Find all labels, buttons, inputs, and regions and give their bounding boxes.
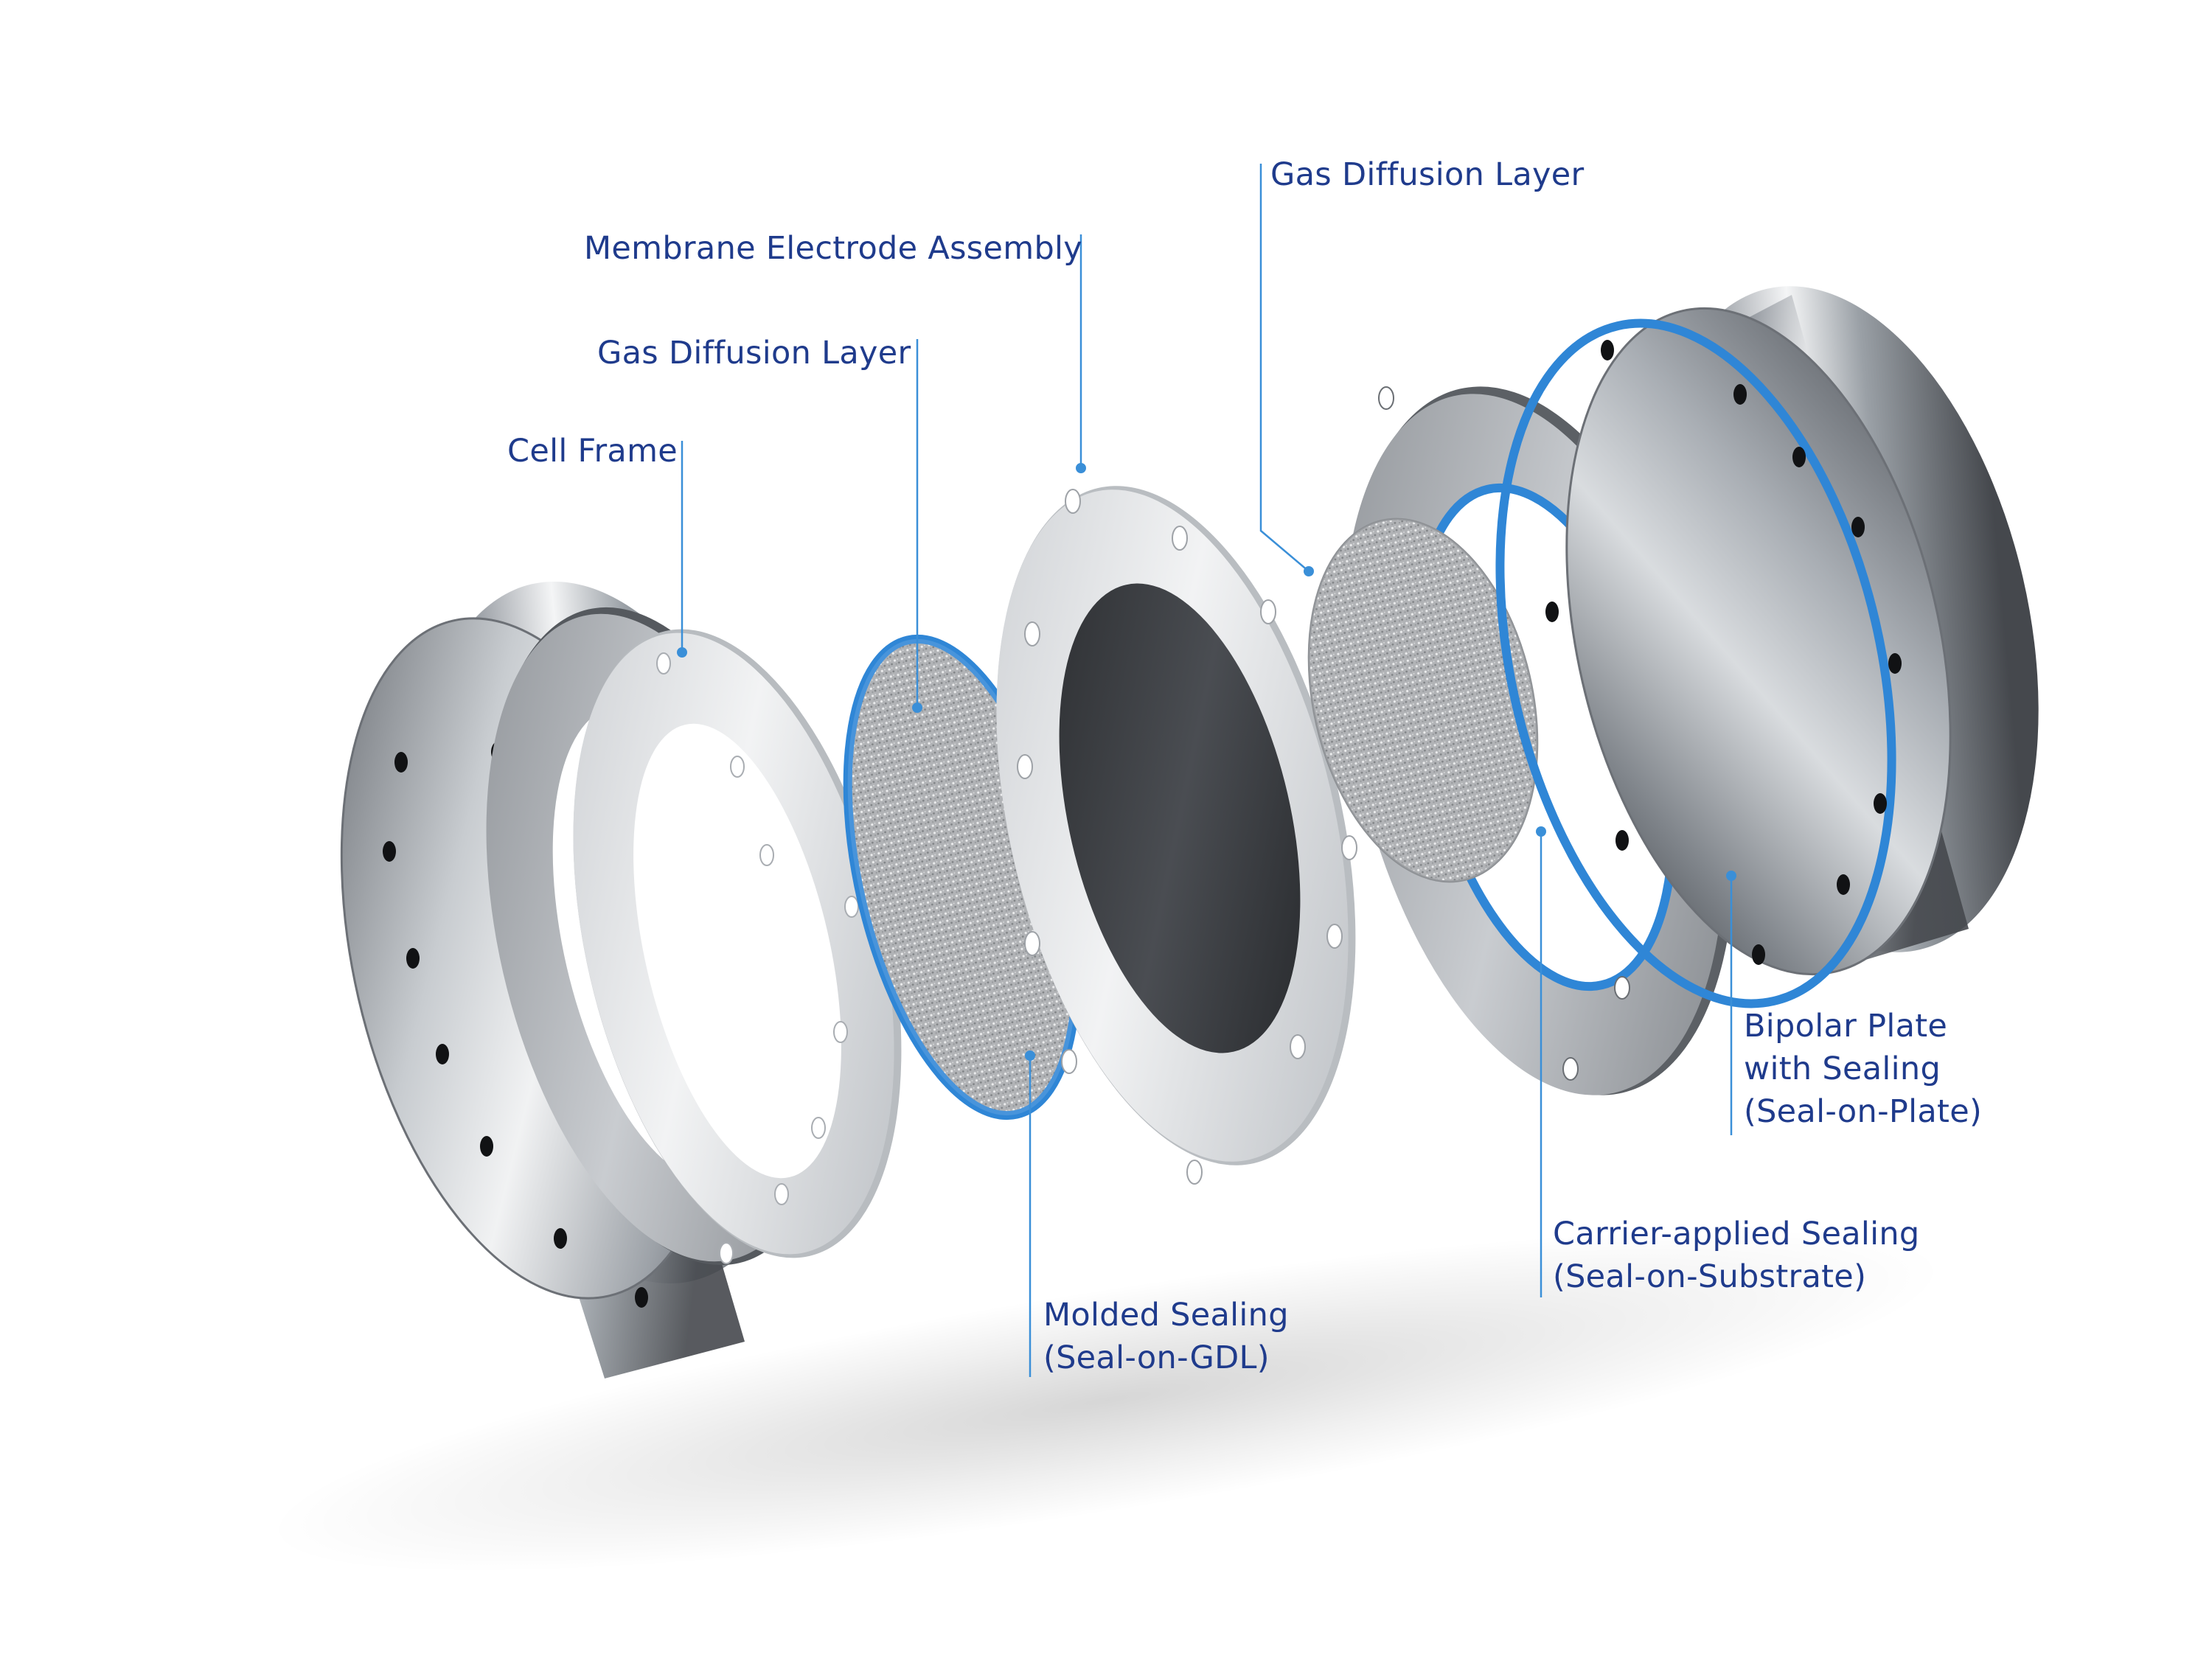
label-carrier-line1: Carrier-applied Sealing xyxy=(1553,1216,1920,1252)
label-gdl-left-text: Gas Diffusion Layer xyxy=(597,335,911,372)
cell-frame-ring xyxy=(573,629,902,1264)
label-molded-sealing: Molded Sealing (Seal-on-GDL) xyxy=(1043,1294,1289,1379)
label-cell-frame-text: Cell Frame xyxy=(507,433,678,470)
label-bipolar-line3: (Seal-on-Plate) xyxy=(1744,1093,1983,1130)
label-cell-frame: Cell Frame xyxy=(507,430,678,473)
label-carrier-sealing: Carrier-applied Sealing (Seal-on-Substra… xyxy=(1553,1213,1920,1298)
label-molded-line2: (Seal-on-GDL) xyxy=(1043,1339,1270,1376)
label-gdl-right: Gas Diffusion Layer xyxy=(1270,153,1585,196)
label-bipolar-line2: with Sealing xyxy=(1744,1050,1941,1087)
leader-gdl-right xyxy=(1259,164,1310,572)
label-bipolar-line1: Bipolar Plate xyxy=(1744,1008,1948,1045)
label-molded-line1: Molded Sealing xyxy=(1043,1297,1289,1334)
label-bipolar-plate: Bipolar Plate with Sealing (Seal-on-Plat… xyxy=(1744,1005,1982,1133)
label-carrier-line2: (Seal-on-Substrate) xyxy=(1553,1258,1867,1295)
gdl-right-disc xyxy=(1307,517,1539,883)
right-end-plate xyxy=(1495,286,2039,1008)
label-mea-text: Membrane Electrode Assembly xyxy=(584,230,1083,267)
label-gdl-left: Gas Diffusion Layer xyxy=(597,332,911,374)
membrane-electrode-assembly xyxy=(996,486,1357,1185)
leader-lines xyxy=(681,164,1733,1377)
leader-dots xyxy=(677,463,1736,1061)
floor-shadow xyxy=(268,1228,1944,1573)
label-mea: Membrane Electrode Assembly xyxy=(584,227,1082,270)
label-gdl-right-text: Gas Diffusion Layer xyxy=(1270,156,1585,193)
